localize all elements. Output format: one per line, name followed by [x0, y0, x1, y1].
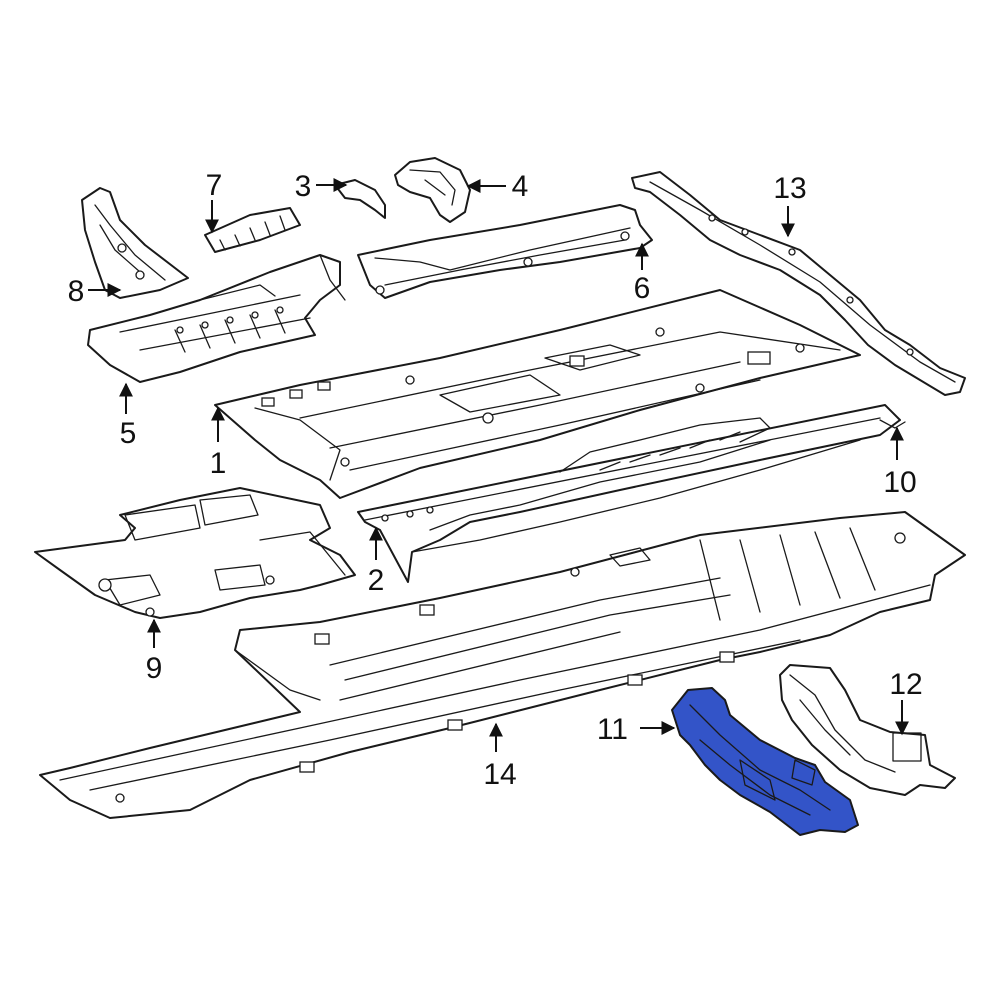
callout-1[interactable]: 1 — [210, 447, 227, 480]
callout-3[interactable]: 3 — [295, 170, 312, 203]
part-5-front-floor[interactable] — [87, 254, 346, 383]
callout-2[interactable]: 2 — [368, 564, 385, 597]
callout-5[interactable]: 5 — [120, 417, 137, 450]
callout-11[interactable]: 11 — [597, 713, 628, 746]
part-3-bracket[interactable] — [334, 179, 386, 219]
part-1-main-floor[interactable] — [214, 289, 861, 499]
part-7-bracket[interactable] — [204, 207, 301, 253]
callout-8[interactable]: 8 — [68, 275, 85, 308]
callout-10[interactable]: 10 — [883, 466, 916, 499]
callout-13[interactable]: 13 — [773, 172, 806, 205]
part-12-bracket[interactable] — [779, 664, 956, 796]
callout-leaders — [88, 178, 909, 752]
callout-4[interactable]: 4 — [512, 170, 529, 203]
callout-labels: 1 2 3 4 5 6 7 8 9 10 11 12 13 14 — [68, 169, 923, 791]
callout-12[interactable]: 12 — [889, 668, 922, 701]
callout-6[interactable]: 6 — [634, 272, 651, 305]
part-2-rocker-panel[interactable] — [357, 404, 901, 583]
part-13-rail[interactable] — [631, 171, 966, 396]
part-4-mount[interactable] — [394, 157, 471, 223]
part-6-tunnel-panel[interactable] — [357, 204, 653, 299]
callout-14[interactable]: 14 — [483, 758, 516, 791]
part-14-floor-pan[interactable] — [39, 511, 966, 819]
callout-9[interactable]: 9 — [146, 652, 163, 685]
part-9-rear-floor[interactable] — [34, 487, 356, 619]
part-8-side-bracket[interactable] — [81, 187, 189, 299]
part-11-reinforcement-highlighted[interactable] — [671, 687, 859, 836]
callout-7[interactable]: 7 — [206, 169, 223, 202]
